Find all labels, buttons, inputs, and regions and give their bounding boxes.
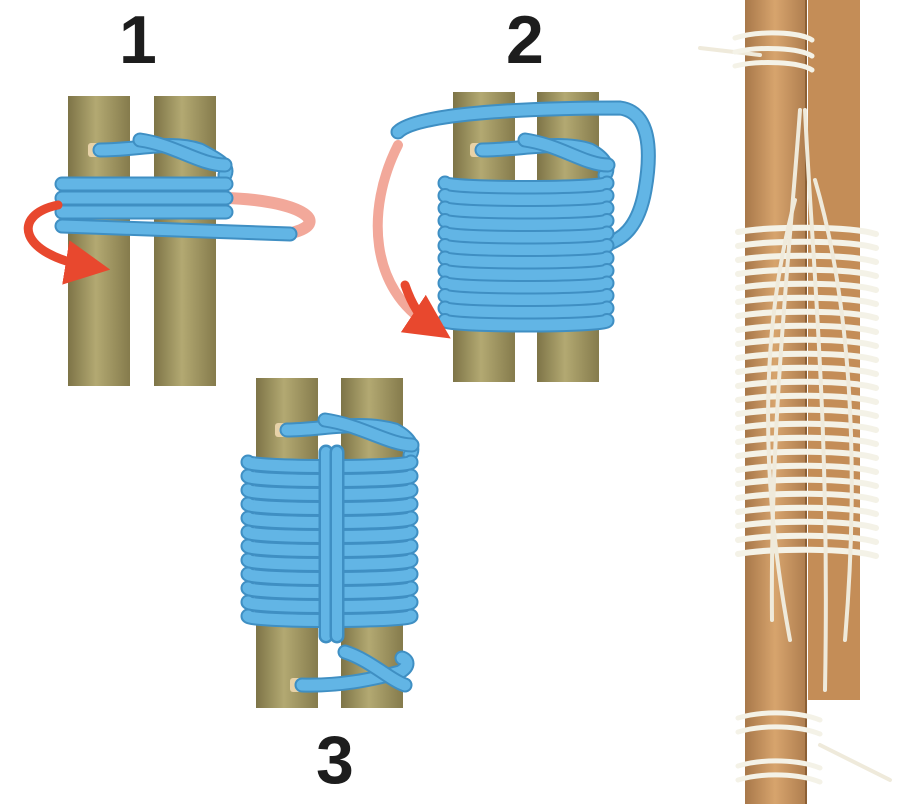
cord-turn (735, 420, 879, 433)
rope-turn (439, 190, 613, 206)
rope-turn (439, 290, 613, 306)
cord-turn (735, 252, 879, 265)
step-3-illustration (240, 378, 420, 708)
wood-stick-back (808, 0, 860, 700)
cord-turn (735, 462, 879, 475)
rope-turn (439, 240, 613, 256)
rope-turn (439, 315, 613, 331)
cord-turn (735, 266, 879, 279)
cord-turn (735, 364, 879, 377)
rope-turn (439, 252, 613, 268)
finishing-clove-hitch (294, 644, 415, 693)
rope-wraps (437, 175, 615, 333)
cord-turn (735, 350, 879, 363)
cord-strands (698, 46, 892, 782)
step-number-1: 1 (119, 2, 157, 78)
cord-turn (735, 322, 879, 335)
cord-wraps (735, 224, 879, 559)
step-2-illustration (372, 92, 656, 382)
wrap-arrow-back (219, 192, 316, 238)
cord-turn (735, 378, 879, 391)
cord-turn (735, 476, 879, 489)
cord-top-wrap (732, 30, 815, 73)
cord-turn (735, 518, 879, 531)
rope-turn (439, 215, 613, 231)
clove-hitch (279, 412, 420, 463)
curved-arrow-icon (23, 200, 111, 285)
curved-arrow-icon (372, 140, 435, 330)
cord-turn (735, 280, 879, 293)
clove-hitch (474, 132, 616, 183)
cord-turn (735, 546, 879, 559)
rope-wraps (54, 176, 298, 242)
rope-turn (439, 277, 613, 293)
cord-turn (735, 294, 879, 307)
step-number-2: 2 (506, 2, 544, 78)
rope-turn (439, 177, 613, 193)
cord-turn (735, 224, 879, 237)
rope-turn (439, 202, 613, 218)
cord-turn (735, 448, 879, 461)
frapping-turns (318, 444, 345, 644)
cord-turn (735, 406, 879, 419)
cord-turn (735, 238, 879, 251)
step-1-illustration (23, 96, 316, 386)
step-number-3: 3 (316, 722, 354, 798)
rope-turn (439, 302, 613, 318)
pole-left (68, 96, 130, 386)
real-lashing-photo (698, 0, 892, 804)
cord-turn (735, 308, 879, 321)
clove-hitch (92, 132, 234, 183)
cord-turn (735, 336, 879, 349)
cord-turn (735, 504, 879, 517)
cord-bottom-wrap (735, 710, 823, 785)
wood-stick-front (745, 0, 805, 804)
cord-turn (735, 434, 879, 447)
cord-turn (735, 532, 879, 545)
rope-turn (439, 265, 613, 281)
cord-turn (735, 490, 879, 503)
cord-turn (735, 392, 879, 405)
rope-turn (439, 227, 613, 243)
